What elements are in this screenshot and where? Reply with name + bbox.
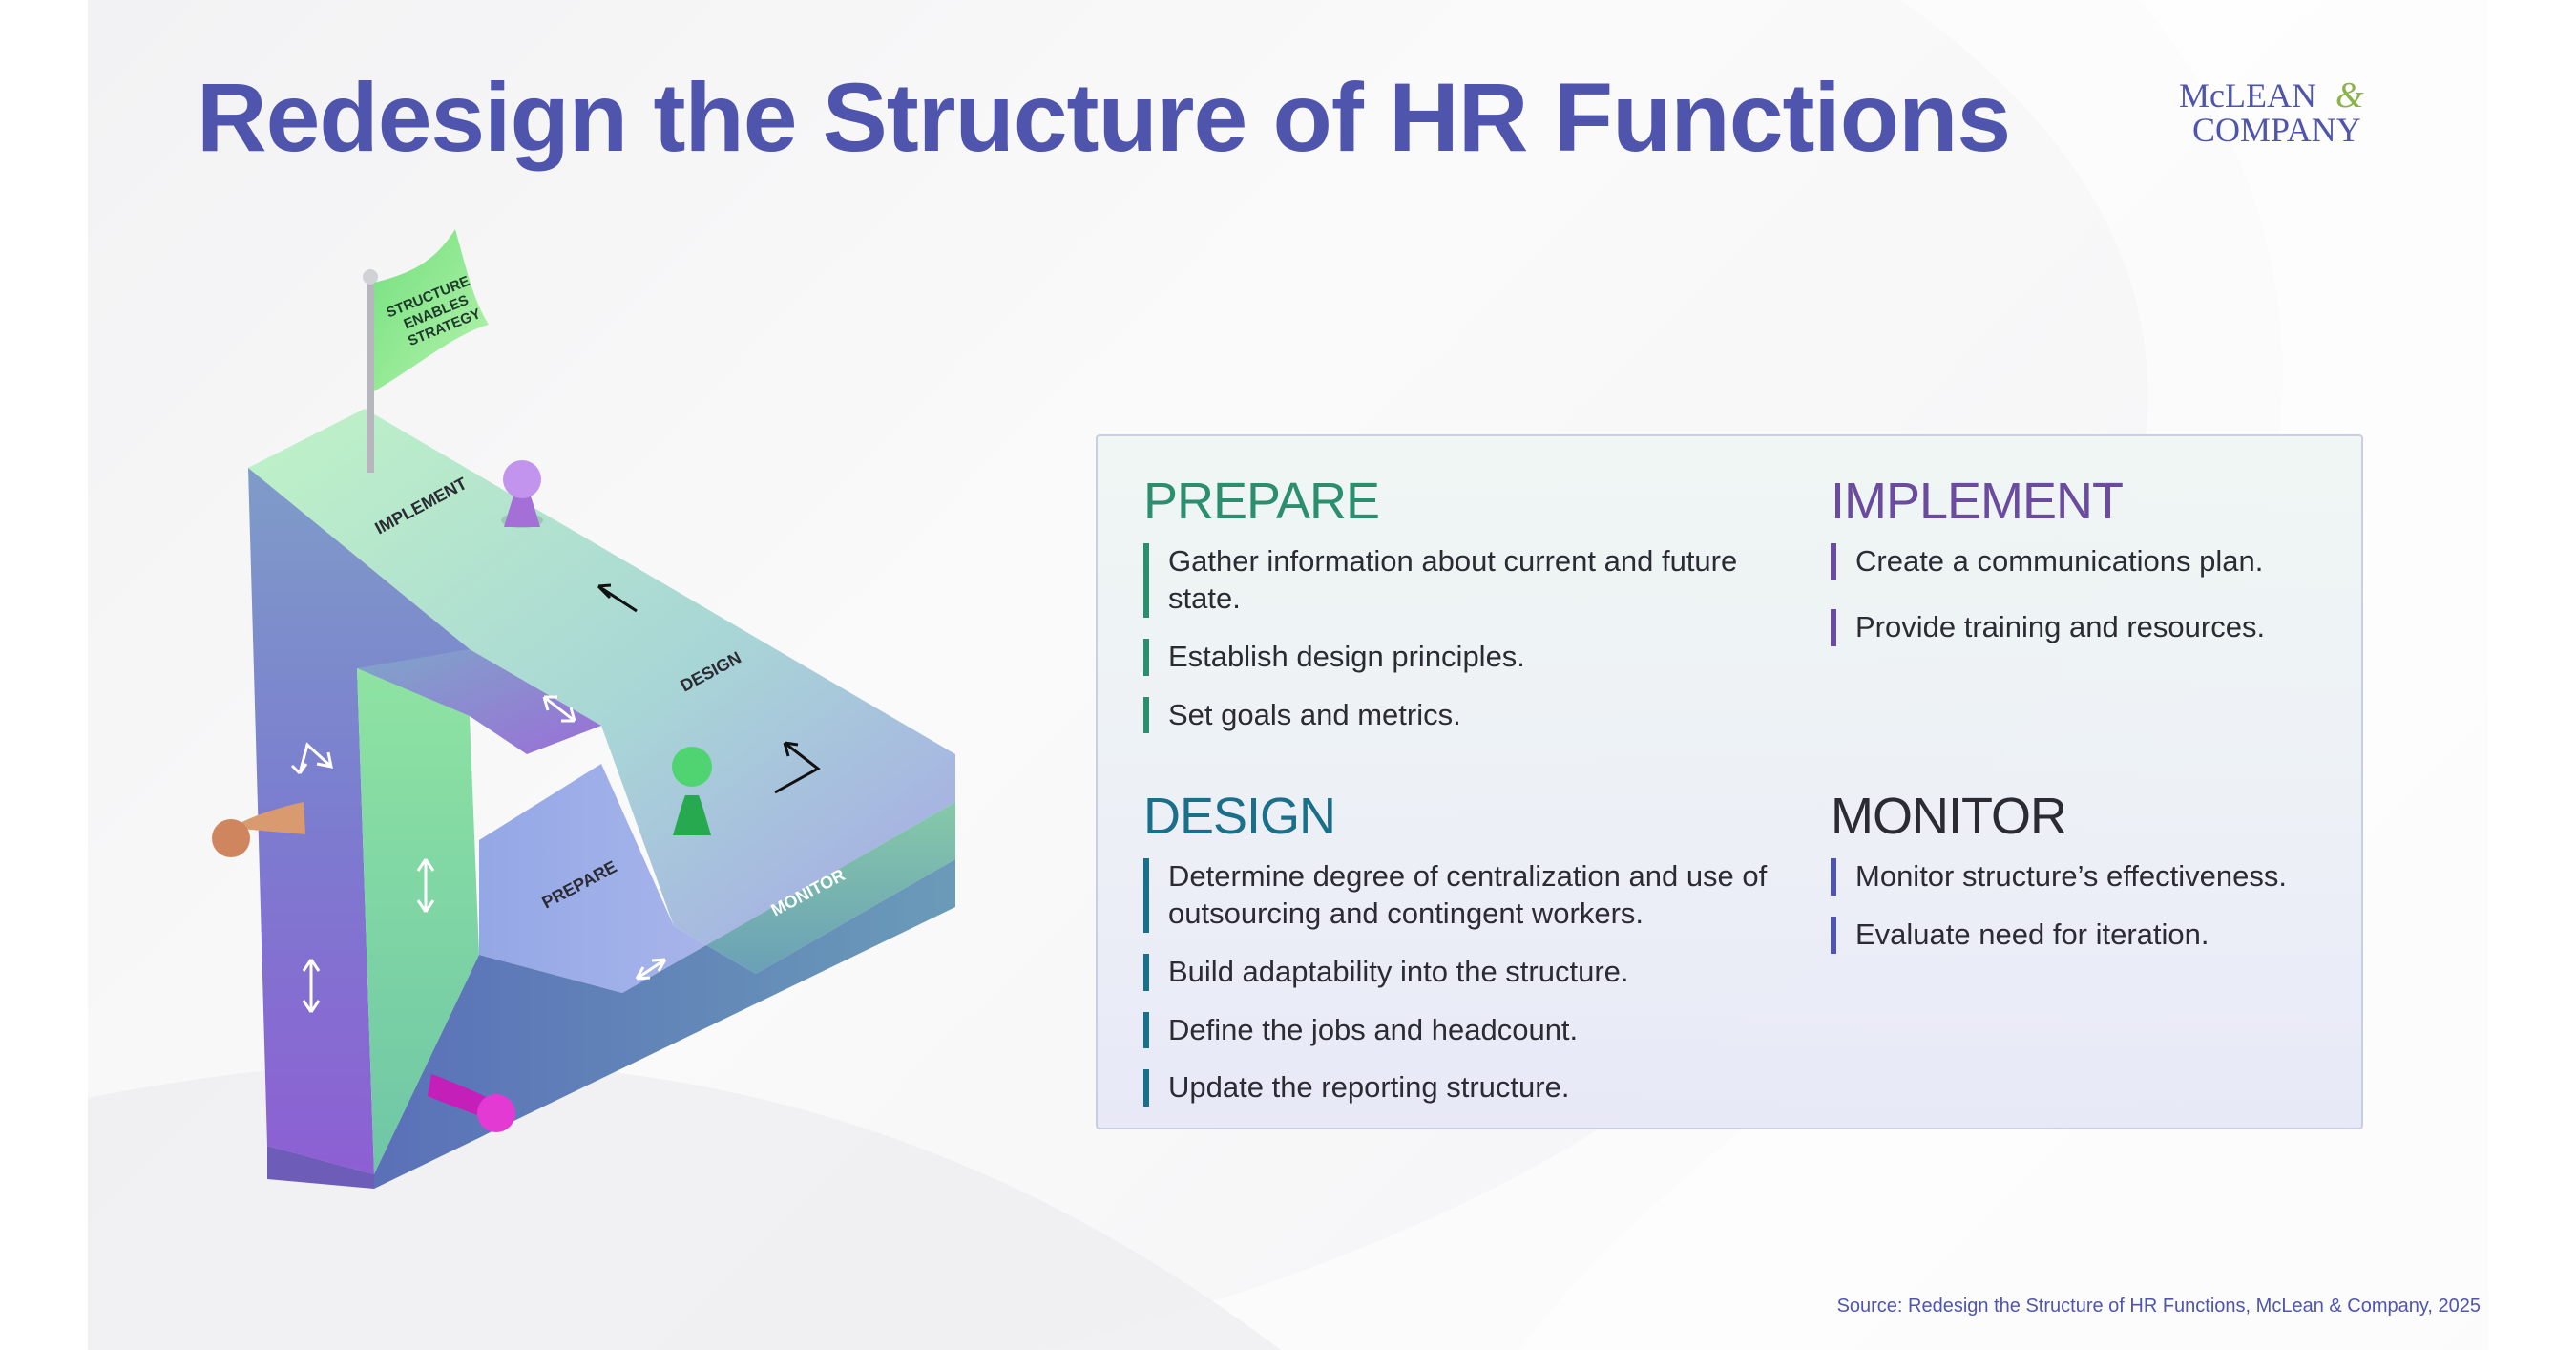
arrow-white-turn-icon [290,742,333,775]
company-logo: McLEAN & COMPANY [2179,75,2364,149]
impossible-triangle-diagram: STRUCTURE ENABLES STRATEGY IMPLEMENT DES… [212,229,955,1189]
outer-top-face [248,409,955,945]
prepare-item: Establish design principles. [1143,638,1773,676]
prepare-item: Gather information about current and fut… [1143,543,1773,618]
monitor-list: Monitor structure’s effectiveness. Evalu… [1831,858,2346,954]
arrow-white-vert-icon-2 [302,959,321,1013]
arrow-black-corner-icon [774,741,821,794]
orange-pawn-icon [212,802,305,857]
steps-panel: PREPARE Gather information about current… [1096,434,2363,1129]
implement-item: Provide training and resources. [1831,609,2346,646]
monitor-item: Evaluate need for iteration. [1831,917,2346,954]
magenta-pawn-icon [428,1074,515,1132]
prepare-item: Set goals and metrics. [1143,696,1773,734]
design-item: Build adaptability into the structure. [1143,953,1773,991]
flag-pole [367,277,374,473]
design-item: Determine degree of centralization and u… [1143,858,1773,933]
prepare-list: Gather information about current and fut… [1143,543,1773,734]
left-outer-face [248,468,470,1174]
bottom-left-face [267,1146,374,1189]
logo-line1: McLEAN [2179,76,2316,115]
implement-list: Create a communications plan. Provide tr… [1831,543,2346,646]
right-outer-face [706,802,955,974]
inner-left-face [357,668,479,1174]
section-prepare: PREPARE Gather information about current… [1143,473,1773,754]
section-monitor: MONITOR Monitor structure’s effectivenes… [1831,788,2346,975]
implement-item: Create a communications plan. [1831,543,2346,581]
slide: Redesign the Structure of HR Functions M… [88,0,2488,1350]
purple-pawn-icon [501,460,543,528]
section-heading-monitor: MONITOR [1831,788,2067,845]
section-heading-prepare: PREPARE [1143,473,1380,530]
logo-ampersand: & [2335,75,2364,116]
design-item: Define the jobs and headcount. [1143,1011,1773,1049]
source-citation: Source: Redesign the Structure of HR Fun… [1836,1296,2481,1317]
arrow-white-vert-icon-1 [416,858,435,913]
inner-diagonal-face [357,649,601,754]
section-heading-implement: IMPLEMENT [1831,473,2124,530]
flag [374,229,489,391]
design-list: Determine degree of centralization and u… [1143,858,1773,1107]
section-heading-design: DESIGN [1143,788,1336,845]
page-title: Redesign the Structure of HR Functions [197,63,2011,172]
arrow-icons [290,583,821,1013]
section-implement: IMPLEMENT Create a communications plan. … [1831,473,2346,675]
green-pawn-icon [672,747,712,835]
monitor-item: Monitor structure’s effectiveness. [1831,858,2346,896]
design-item: Update the reporting structure. [1143,1069,1773,1107]
prepare-face [479,764,706,993]
arrow-white-diag-icon [542,695,576,723]
flag-pole-top [363,269,378,285]
bottom-face [374,859,955,1189]
logo-line2: COMPANY [2192,111,2361,149]
arrow-white-diag-icon-2 [635,958,667,981]
section-design: DESIGN Determine degree of centralizatio… [1143,788,1773,1128]
arrow-black-up-icon [597,583,638,613]
